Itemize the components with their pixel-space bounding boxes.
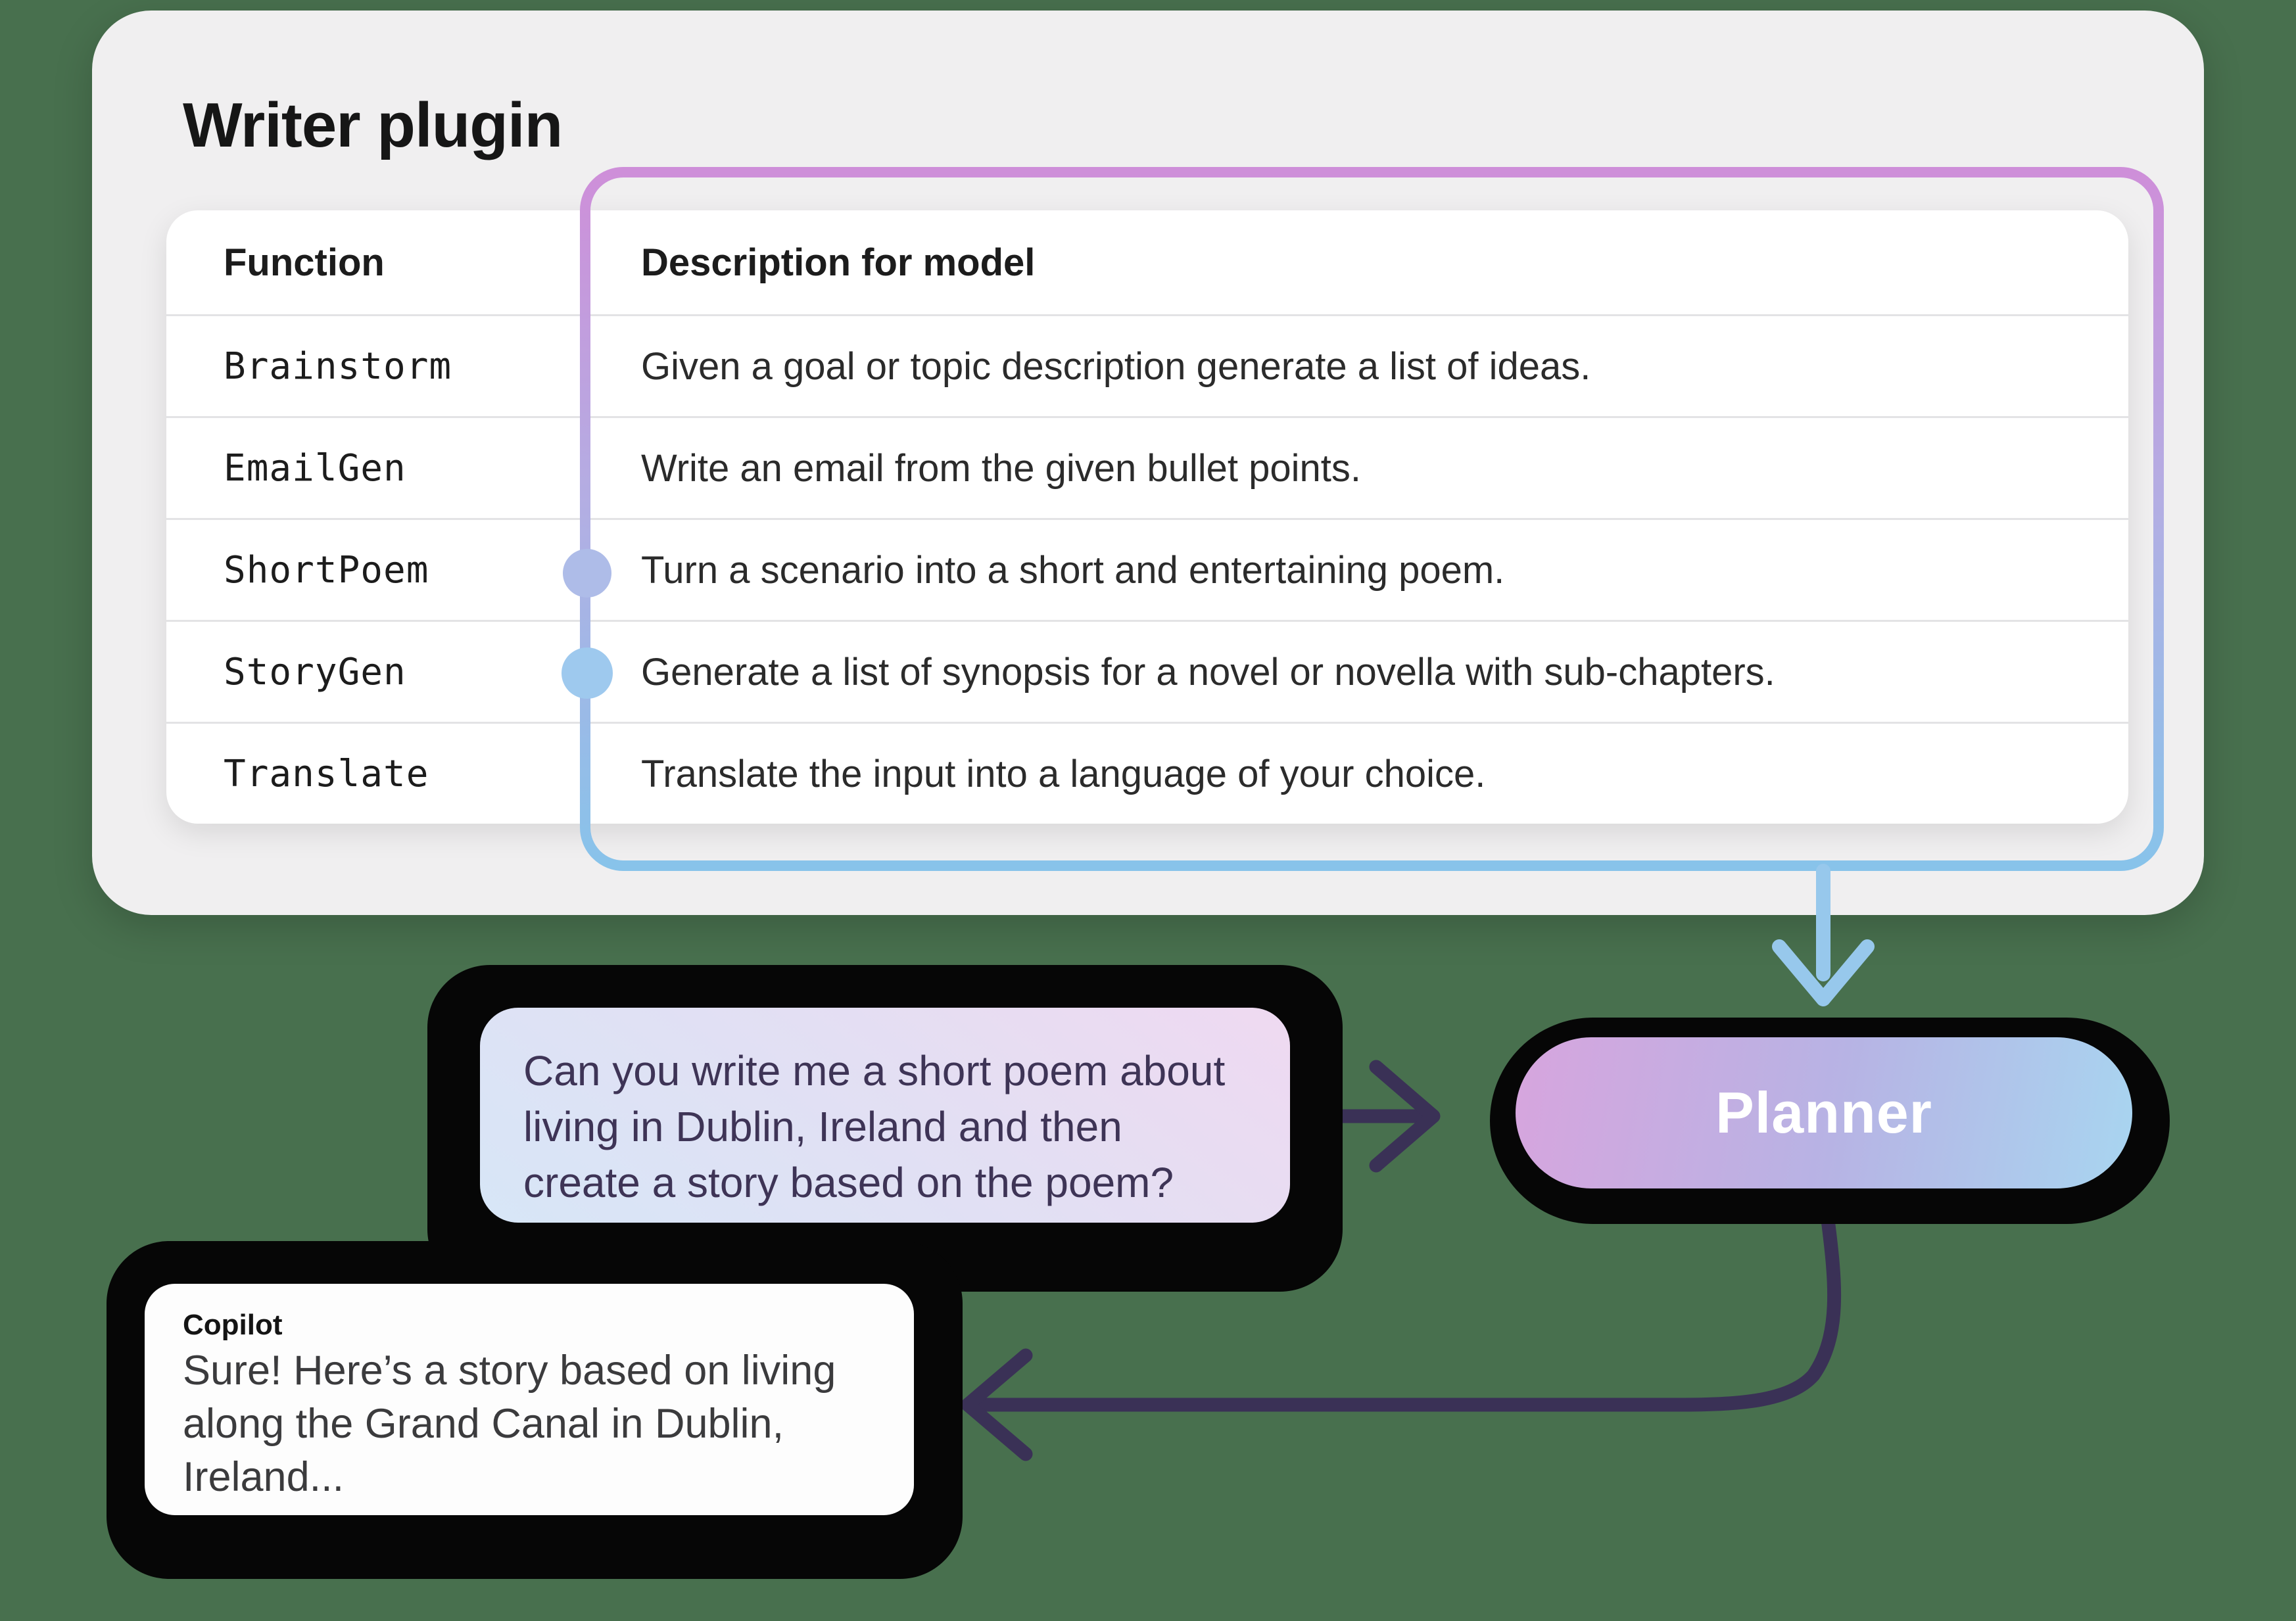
function-description: Write an email from the given bullet poi… bbox=[641, 446, 1362, 490]
function-name: EmailGen bbox=[224, 446, 406, 490]
table-row-translate: Translate Translate the input into a lan… bbox=[166, 722, 2128, 824]
function-description: Turn a scenario into a short and enterta… bbox=[641, 548, 1505, 592]
table-row-shortpoem: ShortPoem Turn a scenario into a short a… bbox=[166, 518, 2128, 620]
function-name: Translate bbox=[224, 752, 429, 795]
function-description: Given a goal or topic description genera… bbox=[641, 344, 1591, 388]
column-header-description: Description for model bbox=[641, 241, 1036, 284]
message-line: Can you write me a short poem about bbox=[523, 1047, 1226, 1094]
column-header-function: Function bbox=[224, 241, 385, 284]
table-header-row: Function Description for model bbox=[166, 210, 2128, 314]
function-description: Translate the input into a language of y… bbox=[641, 752, 1486, 795]
function-table: Function Description for model Brainstor… bbox=[166, 210, 2128, 824]
function-name: Brainstorm bbox=[224, 344, 452, 388]
table-row-emailgen: EmailGen Write an email from the given b… bbox=[166, 416, 2128, 518]
message-line: create a story based on the poem? bbox=[523, 1159, 1174, 1206]
table-row-brainstorm: Brainstorm Given a goal or topic descrip… bbox=[166, 314, 2128, 416]
planner-node: Planner bbox=[1516, 1037, 2132, 1188]
copilot-sender-label: Copilot bbox=[183, 1309, 283, 1341]
function-name: ShortPoem bbox=[224, 548, 429, 592]
message-line: along the Grand Canal in Dublin, bbox=[183, 1401, 784, 1447]
copilot-message-bubble: Copilot Sure! Here’s a story based on li… bbox=[145, 1284, 914, 1515]
function-description: Generate a list of synopsis for a novel … bbox=[641, 650, 1775, 693]
planner-label: Planner bbox=[1715, 1080, 1932, 1145]
message-line: living in Dublin, Ireland and then bbox=[523, 1103, 1122, 1150]
function-name: StoryGen bbox=[224, 650, 406, 693]
plugin-title: Writer plugin bbox=[183, 90, 563, 160]
message-line: Ireland... bbox=[183, 1454, 345, 1500]
table-row-storygen: StoryGen Generate a list of synopsis for… bbox=[166, 620, 2128, 722]
message-line: Sure! Here’s a story based on living bbox=[183, 1348, 836, 1394]
user-message-bubble: Can you write me a short poem about livi… bbox=[480, 1008, 1290, 1223]
